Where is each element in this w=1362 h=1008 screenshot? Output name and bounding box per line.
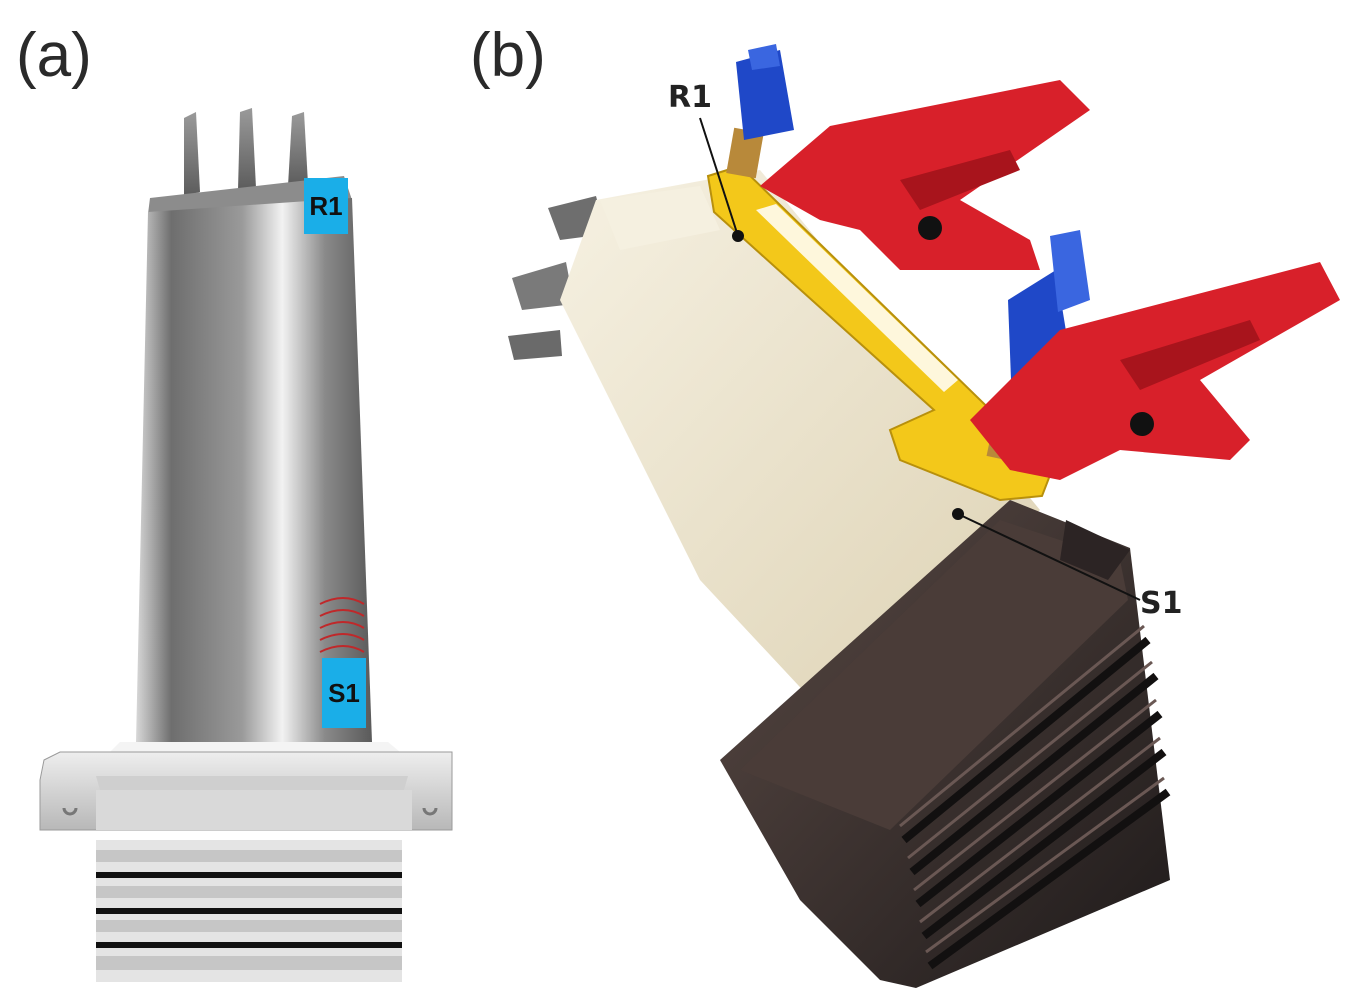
ultrasonic-wave-icon [319, 597, 365, 653]
callout-s1-label: S1 [1140, 586, 1183, 621]
sensor-r1-patch: R1 [304, 178, 348, 234]
sensor-s1-patch: S1 [322, 658, 366, 728]
callout-r1-label: R1 [668, 80, 712, 115]
panel-label-b: (b) [470, 21, 546, 90]
turbine-blade-photo [508, 44, 1340, 988]
panel-label-a: (a) [16, 21, 92, 90]
turbine-blade-drawing [39, 108, 453, 982]
